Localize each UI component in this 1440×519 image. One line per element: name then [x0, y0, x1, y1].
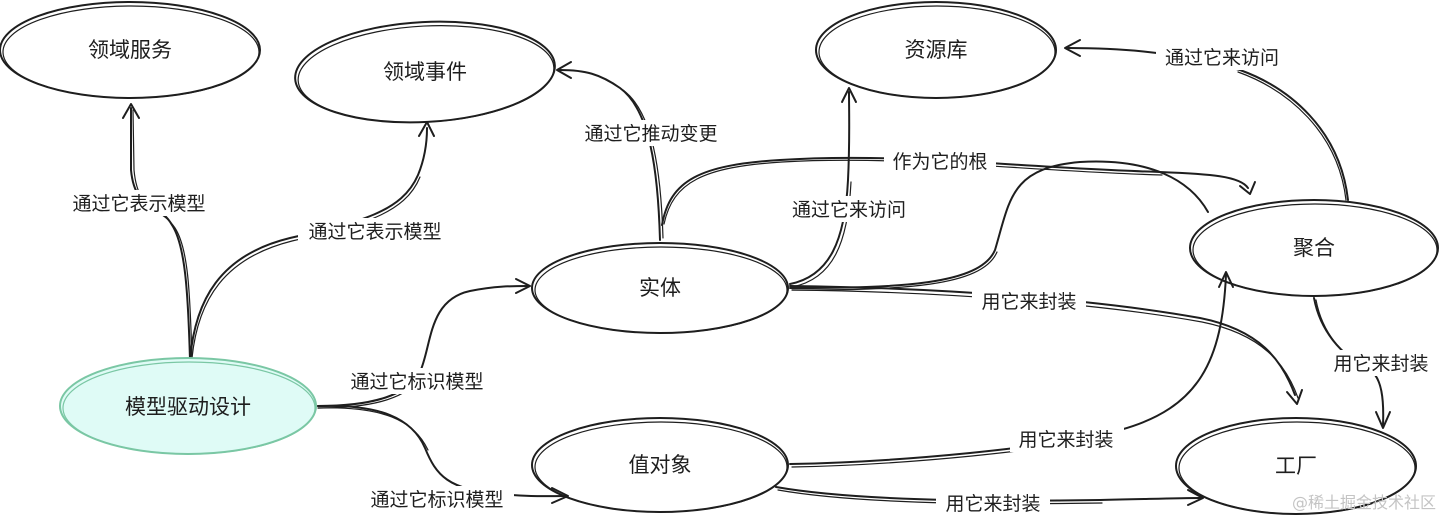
edge-label-encapsulate-value-factory: 用它来封装 — [945, 493, 1040, 515]
node-label: 领域事件 — [383, 60, 467, 84]
edge-labels: 通过它表示模型 通过它表示模型 通过它推动变更 通过它来访问 通过它来访问 作为… — [62, 44, 1438, 516]
node-domain-service[interactable]: 领域服务 — [0, 1, 261, 99]
node-label: 聚合 — [1293, 236, 1335, 260]
edge-label-represent-model-right: 通过它表示模型 — [308, 221, 441, 243]
watermark: @稀土掘金技术社区 — [1292, 493, 1436, 512]
node-label: 工厂 — [1275, 454, 1317, 478]
node-aggregate[interactable]: 聚合 — [1189, 199, 1439, 297]
edge-label-identify-value: 通过它标识模型 — [370, 489, 503, 511]
edge-label-as-root: 作为它的根 — [892, 151, 987, 173]
edge-label-encapsulate-entity: 用它来封装 — [981, 291, 1076, 313]
edge-label-identify-entity: 通过它标识模型 — [350, 371, 483, 393]
edge-entity-to-factory — [789, 285, 1303, 405]
node-model-driven-design[interactable]: 模型驱动设计 — [59, 357, 317, 455]
node-label: 值对象 — [629, 453, 692, 477]
node-value-object[interactable]: 值对象 — [531, 417, 789, 513]
edge-label-drive-change: 通过它推动变更 — [584, 123, 717, 145]
edge-mdd-to-value-object — [317, 404, 569, 504]
edges — [122, 39, 1391, 506]
node-label: 资源库 — [905, 38, 968, 62]
node-entity[interactable]: 实体 — [531, 242, 789, 334]
edge-mdd-to-domain-service — [122, 103, 193, 361]
edge-entity-to-repository — [789, 87, 857, 288]
node-repository[interactable]: 资源库 — [815, 1, 1057, 99]
edge-entity-to-aggregate — [789, 160, 1209, 291]
node-factory[interactable]: 工厂 — [1175, 417, 1417, 515]
node-label: 领域服务 — [88, 38, 172, 62]
edge-label-access-repo-entity: 通过它来访问 — [792, 199, 906, 221]
node-domain-event[interactable]: 领域事件 — [293, 15, 558, 128]
edge-label-encapsulate-agg-factory: 用它来封装 — [1333, 353, 1428, 375]
node-label: 模型驱动设计 — [125, 395, 251, 419]
edge-label-access-repo-aggregate: 通过它来访问 — [1165, 47, 1279, 69]
edge-label-represent-model-left: 通过它表示模型 — [72, 193, 205, 215]
node-label: 实体 — [639, 276, 681, 300]
edge-label-encapsulate-value-agg: 用它来封装 — [1018, 429, 1113, 451]
